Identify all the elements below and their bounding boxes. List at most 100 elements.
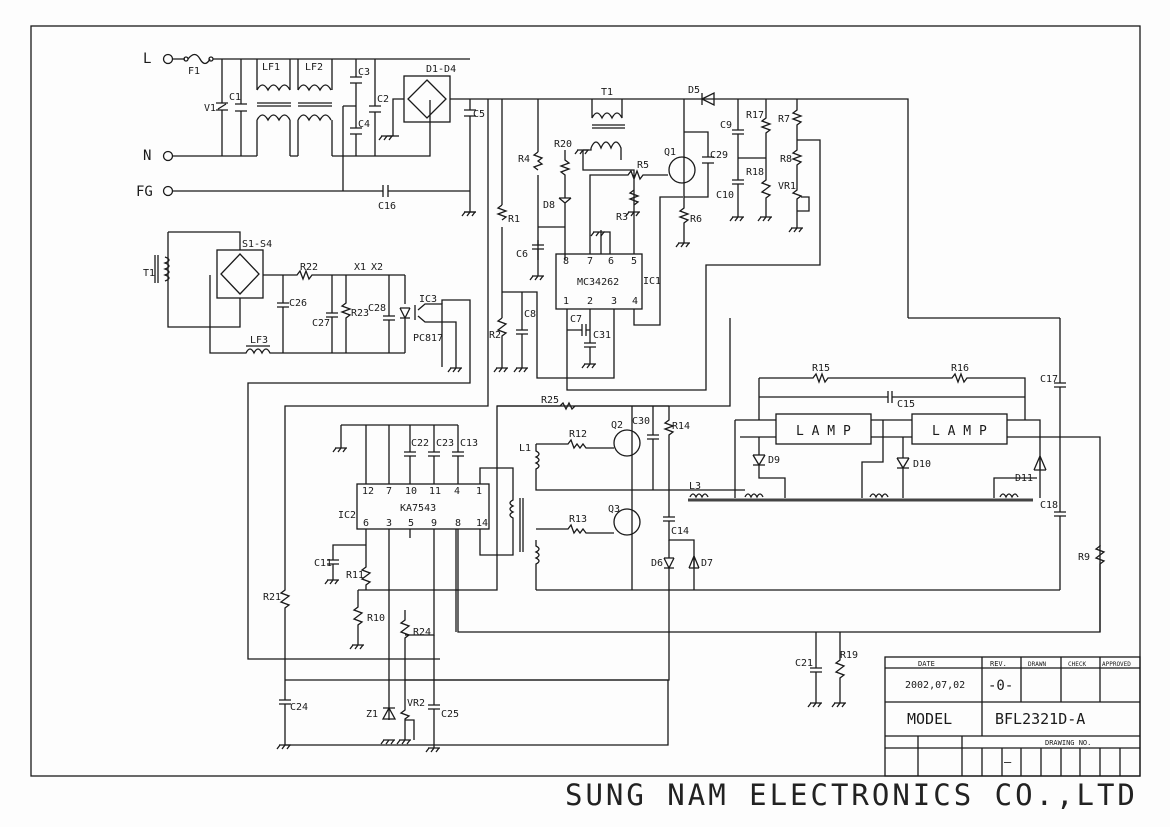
mosfet-Q2 (613, 429, 641, 457)
ground-icon (332, 447, 347, 453)
label-C14: C14 (671, 526, 689, 537)
label-C22: C22 (411, 438, 429, 449)
date-header: DATE (918, 660, 935, 668)
label-C18: C18 (1040, 500, 1058, 511)
ground-icon (529, 275, 544, 281)
label-R20: R20 (554, 139, 572, 150)
label-R17: R17 (746, 110, 764, 121)
title-block: DATE REV. DRAWN CHECK APPROVED 2002,07,0… (884, 656, 1141, 777)
label-T1-primary: T1 (601, 87, 613, 98)
label-R2: R2 (489, 330, 501, 341)
ic2-pin-4: 4 (454, 486, 460, 497)
label-X2: X2 (371, 262, 383, 273)
label-F1: F1 (188, 66, 200, 77)
label-R7: R7 (778, 114, 790, 125)
ground-icon (729, 216, 744, 222)
ic1-pin-3: 3 (611, 296, 617, 307)
label-LF3: LF3 (250, 335, 268, 346)
input-filter-section: L N FG F1 V1 C1 LF1 LF2 C3 C4 C2 D1-D4 (136, 51, 909, 318)
label-R1: R1 (508, 214, 520, 225)
label-C30: C30 (632, 416, 650, 427)
label-R4: R4 (518, 154, 530, 165)
label-C7: C7 (570, 314, 582, 325)
check-header: CHECK (1068, 661, 1086, 668)
ground-icon (396, 739, 411, 745)
label-D11: D11 (1015, 473, 1033, 484)
label-C2: C2 (377, 94, 389, 105)
ground-icon (380, 739, 395, 745)
label-R11: R11 (346, 570, 364, 581)
label-R23: R23 (351, 308, 369, 319)
label-C6: C6 (516, 249, 528, 260)
lamp-2-label: L A M P (932, 424, 987, 439)
ic1-pin-6: 6 (608, 256, 614, 267)
ic1-pin-2: 2 (587, 296, 593, 307)
ic2-pin-14: 14 (476, 518, 488, 529)
label-C17: C17 (1040, 374, 1058, 385)
label-R19: R19 (840, 650, 858, 661)
lamp-1 (775, 413, 872, 445)
ground-icon (461, 211, 476, 217)
label-V1: V1 (204, 103, 216, 114)
ic2-pin-8: 8 (455, 518, 461, 529)
label-D9: D9 (768, 455, 780, 466)
fuse-F1 (172, 53, 470, 65)
label-C13: C13 (460, 438, 478, 449)
label-IC1: IC1 (643, 276, 661, 287)
ic2-pin-9: 9 (431, 518, 437, 529)
label-L1: L1 (519, 443, 531, 454)
model-value: BFL2321D-A (995, 710, 1085, 728)
label-C21: C21 (795, 658, 813, 669)
ground-icon (574, 149, 589, 155)
label-C25: C25 (441, 709, 459, 720)
label-Q3: Q3 (608, 504, 620, 515)
label-S1-S4: S1-S4 (242, 239, 272, 250)
ic2-pin-11: 11 (429, 486, 441, 497)
ground-icon (276, 744, 291, 750)
label-C28: C28 (368, 303, 386, 314)
terminal-FG-label: FG (136, 184, 153, 200)
lamp-2 (911, 413, 1008, 445)
label-LF1: LF1 (262, 62, 280, 73)
wire-N (172, 100, 431, 157)
rev-value: -0- (988, 678, 1013, 694)
label-D1-D4: D1-D4 (426, 64, 456, 75)
label-PC817: PC817 (413, 333, 443, 344)
ic2-part-number: KA7543 (400, 503, 436, 514)
terminal-N (162, 150, 174, 162)
label-L3: L3 (689, 481, 701, 492)
label-C27: C27 (312, 318, 330, 329)
label-C26: C26 (289, 298, 307, 309)
ground-icon (831, 702, 846, 708)
ic2-ka7543 (356, 483, 490, 530)
terminal-L-label: L (143, 51, 151, 67)
label-R12: R12 (569, 429, 587, 440)
drawn-header: DRAWN (1028, 661, 1046, 668)
label-X1: X1 (354, 262, 366, 273)
ic2-pin-3: 3 (386, 518, 392, 529)
label-C10: C10 (716, 190, 734, 201)
label-R14: R14 (672, 421, 690, 432)
label-C31: C31 (593, 330, 611, 341)
label-C23: C23 (436, 438, 454, 449)
ic2-pin-1: 1 (476, 486, 482, 497)
label-C11: C11 (314, 558, 332, 569)
label-C5: C5 (473, 109, 485, 120)
label-T1-aux: T1 (143, 268, 155, 279)
label-R13: R13 (569, 514, 587, 525)
label-VR2: VR2 (407, 698, 425, 709)
label-Q1: Q1 (664, 147, 676, 158)
label-C8: C8 (524, 309, 536, 320)
ground-icon (625, 211, 640, 217)
terminal-L (162, 53, 174, 65)
ic2-pin-10: 10 (405, 486, 417, 497)
ground-icon (493, 367, 508, 373)
label-R8: R8 (780, 154, 792, 165)
rev-header: REV. (990, 660, 1007, 668)
drawing-no-label: DRAWING NO. (1045, 739, 1091, 747)
label-C3: C3 (358, 67, 370, 78)
ground-icon (675, 242, 690, 248)
ic1-mc34262 (555, 253, 643, 310)
